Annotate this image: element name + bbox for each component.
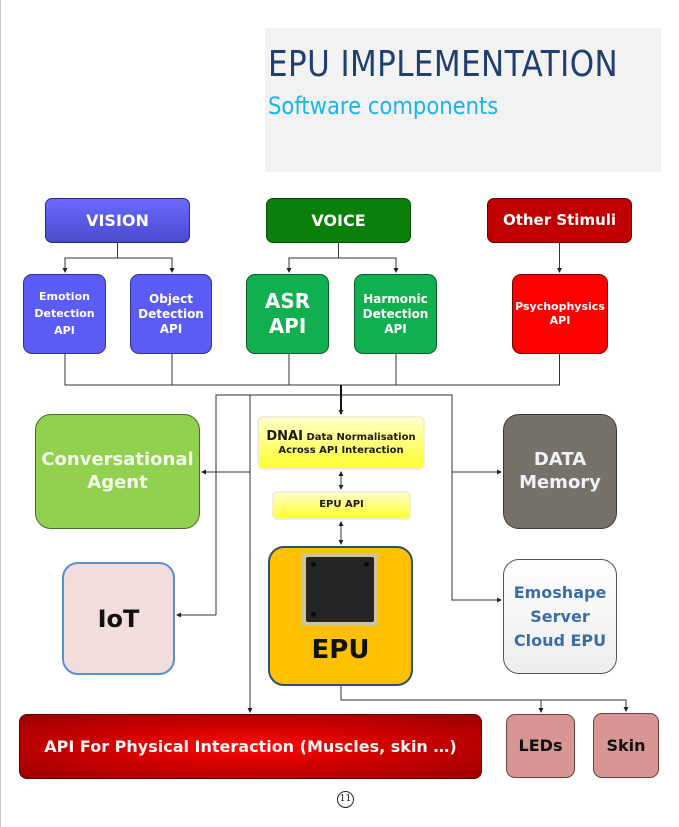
emoshape-cloud-box: Emoshape Server Cloud EPU xyxy=(503,559,617,674)
api-label-line: API xyxy=(384,321,407,336)
bus-connector xyxy=(215,394,502,615)
box-label-line: Emoshape xyxy=(513,582,607,602)
physical-interaction-label: API For Physical Interaction (Muscles, s… xyxy=(44,736,457,756)
skin-box: Skin xyxy=(593,713,659,778)
leds-box: LEDs xyxy=(506,714,575,778)
page-number: 11 xyxy=(337,791,354,808)
epu-output-connector xyxy=(340,686,544,713)
dnai-line-1: DNAI Data Normalisation xyxy=(266,429,415,445)
page-left-border xyxy=(0,0,1,827)
voice-box: VOICE xyxy=(266,198,411,243)
box-label-line: Cloud EPU xyxy=(513,630,607,650)
box-label-line: Server xyxy=(530,606,590,626)
vision-connector xyxy=(117,257,175,273)
api-label-line: Harmonic xyxy=(363,291,428,306)
dnai-line1-text: Data Normalisation xyxy=(306,431,416,443)
emotion-detection-api-box: Emotion Detection API xyxy=(23,274,106,354)
skin-label: Skin xyxy=(606,735,646,755)
chip-icon xyxy=(302,553,378,626)
title-panel xyxy=(265,28,661,172)
vision-box: VISION xyxy=(45,198,190,243)
leds-label: LEDs xyxy=(518,736,563,755)
api-label-line: Detection xyxy=(138,306,204,321)
page-subtitle: Software components xyxy=(268,92,499,120)
other-stimuli-label: Other Stimuli xyxy=(502,211,617,230)
box-label-line: DATA xyxy=(533,449,587,470)
api-label-line: Psychophysics xyxy=(515,300,605,314)
voice-connector xyxy=(286,243,339,273)
api-label-line: API xyxy=(54,323,75,337)
asr-api-box: ASR API xyxy=(246,274,329,354)
page-title: EPU IMPLEMENTATION xyxy=(268,44,619,85)
iot-box: IoT xyxy=(62,562,175,675)
dnai-box: DNAI Data Normalisation Across API Inter… xyxy=(257,416,425,470)
epu-api-box: EPU API xyxy=(272,491,411,520)
box-label-line: Memory xyxy=(519,471,601,493)
harmonic-detection-api-box: Harmonic Detection API xyxy=(354,274,437,354)
box-label-line: Conversational xyxy=(41,449,194,470)
api-label-line: Emotion xyxy=(39,290,90,304)
api-label-line: API xyxy=(159,321,183,336)
api-label-line: Detection xyxy=(34,307,95,321)
api-collector xyxy=(289,354,560,386)
data-memory-box: DATA Memory xyxy=(503,414,617,529)
vision-label: VISION xyxy=(86,210,149,230)
api-label-line: Object xyxy=(149,291,193,306)
api-label-line: Detection xyxy=(362,306,429,321)
psychophysics-api-box: Psychophysics API xyxy=(512,274,608,354)
dnai-prefix: DNAI xyxy=(266,428,303,444)
other-stimuli-box: Other Stimuli xyxy=(487,198,632,243)
api-label-line: ASR xyxy=(264,289,311,313)
epu-api-label: EPU API xyxy=(319,499,364,511)
vision-connector xyxy=(62,243,118,273)
api-label-line: API xyxy=(268,314,307,338)
voice-connector xyxy=(338,257,399,273)
api-collector xyxy=(64,354,290,386)
conversational-agent-box: Conversational Agent xyxy=(35,414,200,529)
epu-label: EPU xyxy=(311,634,370,665)
iot-label: IoT xyxy=(97,604,140,633)
box-label-line: Agent xyxy=(87,471,148,493)
dnai-line-2: Across API Interaction xyxy=(278,444,404,456)
epu-output-connector xyxy=(541,699,629,712)
api-label-line: API xyxy=(549,314,571,327)
physical-interaction-api-box: API For Physical Interaction (Muscles, s… xyxy=(19,714,482,779)
voice-label: VOICE xyxy=(311,210,366,230)
object-detection-api-box: Object Detection API xyxy=(130,274,212,354)
